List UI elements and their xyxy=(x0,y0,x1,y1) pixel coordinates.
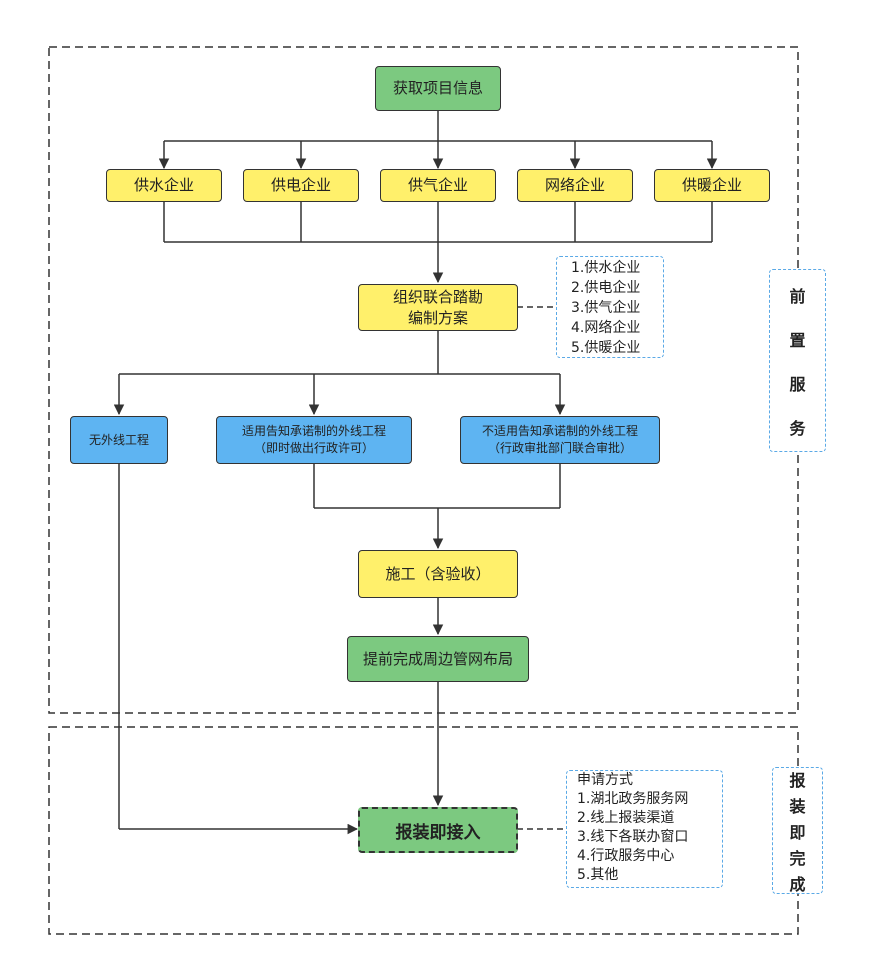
apply-note-line: 1.湖北政务服务网 xyxy=(577,791,689,807)
side-char: 即 xyxy=(789,822,806,842)
notice-commitment-node: 适用告知承诺制的外线工程 （即时做出行政许可） xyxy=(216,416,412,464)
gas-enterprise-label: 供气企业 xyxy=(407,176,468,194)
survey-note-line: 3.供气企业 xyxy=(571,300,641,316)
notice-commitment-line1: 适用告知承诺制的外线工程 xyxy=(241,424,386,438)
side-char: 服 xyxy=(789,374,806,394)
get-project-info-label: 获取项目信息 xyxy=(392,79,483,97)
network-layout-node: 提前完成周边管网布局 xyxy=(347,636,529,682)
heating-enterprise-node: 供暖企业 xyxy=(654,169,770,202)
joint-approval-line2: （行政审批部门联合审批） xyxy=(487,441,632,455)
survey-note-line: 1.供水企业 xyxy=(571,260,641,276)
no-external-line-node: 无外线工程 xyxy=(70,416,168,464)
apply-note-line: 2.线上报装渠道 xyxy=(577,810,675,826)
power-enterprise-label: 供电企业 xyxy=(270,176,331,194)
survey-note-line: 2.供电企业 xyxy=(571,280,641,296)
side-char: 成 xyxy=(789,874,806,894)
install-complete-label: 报 装 即 完 成 xyxy=(772,767,823,894)
joint-survey-line1: 组织联合踏勘 xyxy=(392,287,483,306)
pre-service-label: 前 置 服 务 xyxy=(769,269,826,452)
apply-note-line: 申请方式 xyxy=(577,772,633,788)
water-enterprise-label: 供水企业 xyxy=(133,176,194,194)
side-char: 务 xyxy=(789,418,806,438)
network-layout-label: 提前完成周边管网布局 xyxy=(362,649,513,668)
network-enterprise-node: 网络企业 xyxy=(517,169,633,202)
side-char: 置 xyxy=(789,330,806,350)
survey-participants-note: 1.供水企业 2.供电企业 3.供气企业 4.网络企业 5.供暖企业 xyxy=(556,256,664,358)
apply-note-line: 3.线下各联办窗口 xyxy=(577,829,689,845)
apply-note-line: 5.其他 xyxy=(577,867,619,883)
application-methods-note: 申请方式 1.湖北政务服务网 2.线上报装渠道 3.线下各联办窗口 4.行政服务… xyxy=(566,770,723,888)
joint-approval-node: 不适用告知承诺制的外线工程 （行政审批部门联合审批） xyxy=(460,416,660,464)
survey-note-line: 5.供暖企业 xyxy=(571,340,641,356)
power-enterprise-node: 供电企业 xyxy=(243,169,359,202)
joint-survey-node: 组织联合踏勘 编制方案 xyxy=(358,284,518,331)
notice-commitment-line2: （即时做出行政许可） xyxy=(253,441,374,455)
construction-label: 施工（含验收） xyxy=(385,564,491,583)
network-enterprise-label: 网络企业 xyxy=(544,176,605,194)
construction-node: 施工（含验收） xyxy=(358,550,518,598)
joint-survey-line2: 编制方案 xyxy=(407,308,468,327)
install-access-label: 报装即接入 xyxy=(395,822,481,843)
region-pre-service xyxy=(48,46,799,714)
heating-enterprise-label: 供暖企业 xyxy=(681,176,742,194)
survey-note-line: 4.网络企业 xyxy=(571,320,641,336)
side-char: 前 xyxy=(789,286,806,306)
no-external-line-label: 无外线工程 xyxy=(88,432,149,447)
get-project-info-node: 获取项目信息 xyxy=(375,66,501,111)
apply-note-line: 4.行政服务中心 xyxy=(577,848,675,864)
side-char: 装 xyxy=(789,796,806,816)
water-enterprise-node: 供水企业 xyxy=(106,169,222,202)
joint-approval-line1: 不适用告知承诺制的外线工程 xyxy=(481,424,638,438)
side-char: 报 xyxy=(789,770,806,790)
gas-enterprise-node: 供气企业 xyxy=(380,169,496,202)
side-char: 完 xyxy=(789,848,806,868)
connectors xyxy=(113,111,718,835)
install-access-node: 报装即接入 xyxy=(358,807,518,853)
